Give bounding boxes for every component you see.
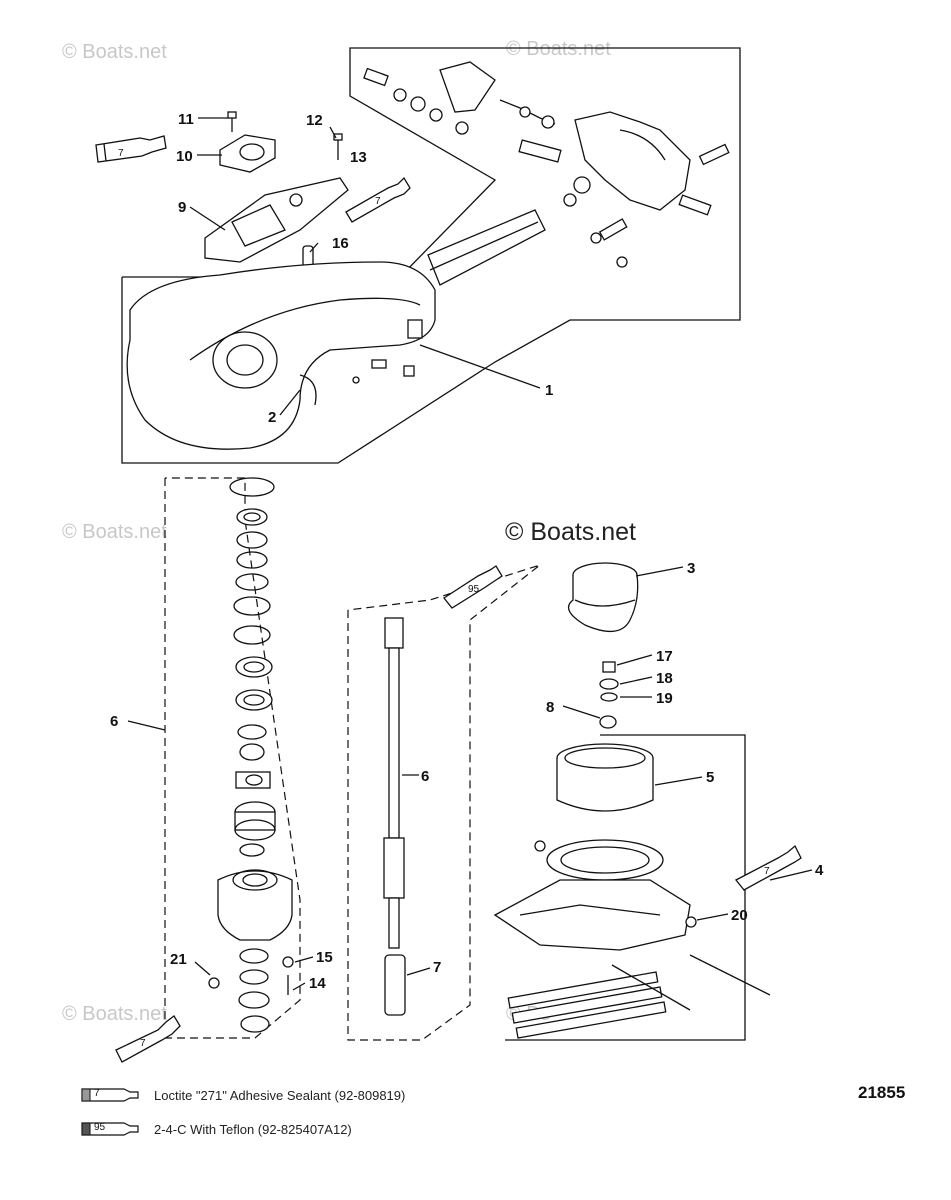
legend-text: 2-4-C With Teflon (92-825407A12) xyxy=(154,1121,352,1137)
intake-grate xyxy=(507,954,771,1039)
callout-6-shaft: 6 xyxy=(421,768,429,785)
callout-11: 11 xyxy=(178,111,194,128)
drive-shaft-outline xyxy=(347,564,541,1041)
part-6-bearing-stack xyxy=(208,477,294,1033)
part-5-liner xyxy=(556,743,654,812)
callout-1: 1 xyxy=(545,382,553,399)
part-10-flange xyxy=(219,134,276,173)
callout-6-left: 6 xyxy=(110,713,118,730)
sealant-tube-part-16: 7 xyxy=(345,176,411,223)
tube-label-21: 7 xyxy=(140,1038,146,1049)
callout-15: 15 xyxy=(316,949,333,966)
callout-20: 20 xyxy=(731,907,748,924)
callout-18: 18 xyxy=(656,670,673,687)
part-7-sleeve xyxy=(384,954,406,1016)
watermark-top-center: © Boats.net xyxy=(506,38,611,60)
callout-12: 12 xyxy=(306,112,323,129)
sealant-tube-part-10: 7 xyxy=(95,135,167,163)
part-6-bearing-stack-outline xyxy=(164,477,301,1039)
callout-21: 21 xyxy=(170,951,187,968)
callout-19: 19 xyxy=(656,690,673,707)
callout-13: 13 xyxy=(350,149,367,166)
tube-label-16: 7 xyxy=(375,196,381,207)
leader-lines xyxy=(127,117,813,991)
callout-17: 17 xyxy=(656,648,673,665)
callout-4: 4 xyxy=(815,862,824,879)
part-12-13-screw xyxy=(333,133,343,160)
part-9-cover-plate xyxy=(204,177,349,263)
legend-item-2-4-c: 95 2-4-C With Teflon (92-825407A12) xyxy=(80,1118,352,1140)
callout-3: 3 xyxy=(687,560,695,577)
tube-label-4: 7 xyxy=(764,866,770,877)
callout-8: 8 xyxy=(546,699,554,716)
callout-10: 10 xyxy=(176,148,193,165)
tube-icon: 95 xyxy=(80,1120,142,1138)
callout-5: 5 xyxy=(706,769,714,786)
tube-label-95: 95 xyxy=(468,584,480,595)
nozzle-assembly xyxy=(493,839,697,951)
housing-group-outline xyxy=(121,47,741,464)
legend-text: Loctite "271" Adhesive Sealant (92-80981… xyxy=(154,1087,406,1103)
tube-label-10: 7 xyxy=(118,148,124,159)
figure-number: 21855 xyxy=(858,1083,906,1102)
sealant-tube-part-4: 7 xyxy=(734,844,802,891)
legend-item-loctite: 7 Loctite "271" Adhesive Sealant (92-809… xyxy=(80,1084,405,1106)
part-6-drive-shaft xyxy=(383,617,405,949)
sealant-tube-part-21: 7 xyxy=(115,1015,181,1063)
callout-14: 14 xyxy=(309,975,326,992)
callout-16: 16 xyxy=(332,235,349,252)
watermark-main: © Boats.net xyxy=(505,518,636,546)
legend-code: 7 xyxy=(94,1088,100,1099)
callout-9: 9 xyxy=(178,199,186,216)
watermark-mid-left: © Boats.net xyxy=(62,521,167,543)
legend-code: 95 xyxy=(94,1122,106,1133)
tube-icon: 7 xyxy=(80,1086,142,1104)
steering-linkage-parts xyxy=(363,61,730,268)
watermark-top-left: © Boats.net xyxy=(62,41,167,63)
part-11-screw xyxy=(227,111,237,132)
part-1-pump-housing xyxy=(126,209,546,450)
grease-tube-part-95: 95 xyxy=(443,565,503,609)
part-3-impeller xyxy=(567,562,639,632)
parts-17-18-19-8 xyxy=(599,661,619,729)
callout-7-shaft: 7 xyxy=(433,959,441,976)
callout-2: 2 xyxy=(268,409,276,426)
watermark-bottom-left: © Boats.net xyxy=(62,1003,167,1025)
